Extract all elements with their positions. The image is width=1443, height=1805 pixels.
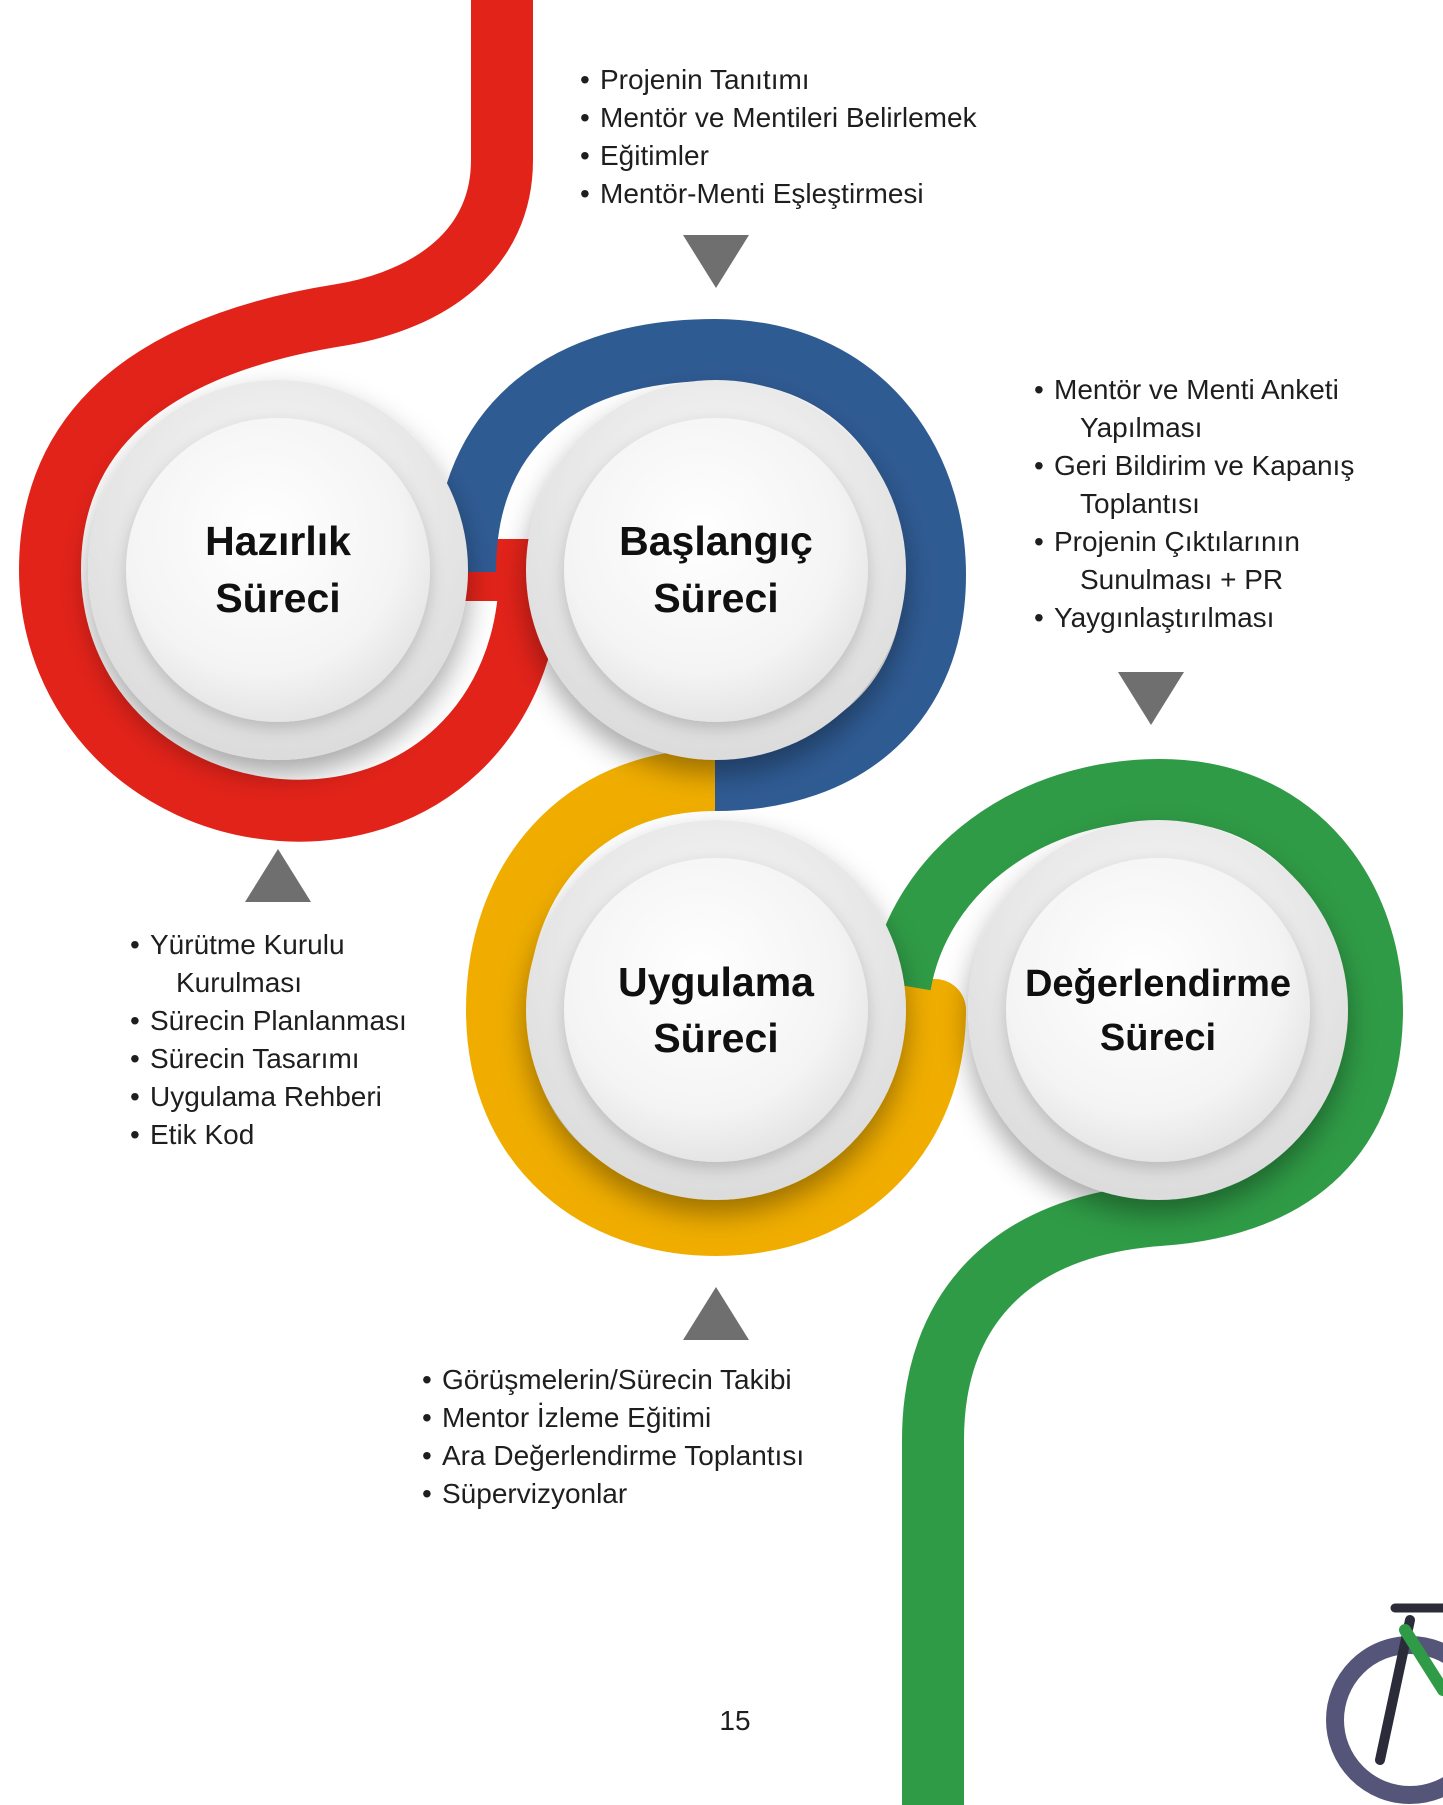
- bicycle-icon: [1326, 1603, 1443, 1804]
- degerlendirme-node: [968, 820, 1348, 1200]
- baslangic-node: [526, 380, 906, 760]
- list-item: Projenin Tanıtımı: [578, 61, 977, 99]
- list-item: Ara Değerlendirme Toplantısı: [420, 1437, 804, 1475]
- baslangic-title-line1: Başlangıç: [619, 518, 813, 564]
- arrow-up-uygulama-icon: [683, 1287, 749, 1340]
- list-item-continuation: Yapılması: [1080, 412, 1203, 443]
- page-number: 15: [719, 1705, 751, 1736]
- hazirlik-node: [88, 380, 468, 760]
- list-item: Yaygınlaştırılması: [1032, 599, 1354, 637]
- list-item: Mentör-Menti Eşleştirmesi: [578, 175, 977, 213]
- list-item: Sürecin Tasarımı: [128, 1040, 407, 1078]
- uygulama-title-line2: Süreci: [653, 1015, 778, 1061]
- hazirlik-title-line1: Hazırlık: [205, 518, 351, 564]
- list-item-continuation: Kurulması: [176, 967, 303, 998]
- list-item: Yürütme Kurulu: [128, 926, 407, 964]
- uygulama-title-line1: Uygulama: [618, 959, 815, 1005]
- baslangic-title-line2: Süreci: [653, 575, 778, 621]
- list-item: Projenin Çıktılarının: [1032, 523, 1354, 561]
- hazirlik-task-list: Yürütme KuruluKurulmasıSürecin Planlanma…: [128, 926, 407, 1154]
- uygulama-track: [466, 749, 966, 1256]
- degerlendirme-title-line1: Değerlendirme: [1025, 963, 1291, 1005]
- uygulama-task-list: Görüşmelerin/Sürecin TakibiMentor İzleme…: [420, 1361, 804, 1513]
- list-item-continuation: Toplantısı: [1080, 488, 1200, 519]
- baslangic-track: [434, 319, 966, 811]
- list-item: Eğitimler: [578, 137, 977, 175]
- list-item: Etik Kod: [128, 1116, 407, 1154]
- list-item: Görüşmelerin/Sürecin Takibi: [420, 1361, 804, 1399]
- list-item: Sürecin Planlanması: [128, 1002, 407, 1040]
- list-item: Süpervizyonlar: [420, 1475, 804, 1513]
- hazirlik-title-line2: Süreci: [215, 575, 340, 621]
- arrow-down-degerlendirme-icon: [1118, 672, 1184, 725]
- degerlendirme-title-line2: Süreci: [1100, 1017, 1216, 1059]
- uygulama-node: [526, 820, 906, 1200]
- list-item: Geri Bildirim ve Kapanış: [1032, 447, 1354, 485]
- hazirlik-track: [19, 0, 561, 842]
- list-item: Mentor İzleme Eğitimi: [420, 1399, 804, 1437]
- list-item-continuation: Sunulması + PR: [1080, 564, 1284, 595]
- arrow-down-baslangic-icon: [683, 235, 749, 288]
- list-item: Mentör ve Mentileri Belirlemek: [578, 99, 977, 137]
- list-item: Uygulama Rehberi: [128, 1078, 407, 1116]
- baslangic-task-list: Projenin TanıtımıMentör ve Mentileri Bel…: [578, 61, 977, 213]
- list-item: Mentör ve Menti Anketi: [1032, 371, 1354, 409]
- degerlendirme-task-list: Mentör ve Menti AnketiYapılmasıGeri Bild…: [1032, 371, 1354, 637]
- degerlendirme-track: [869, 759, 1403, 1805]
- arrow-up-hazirlik-icon: [245, 849, 311, 902]
